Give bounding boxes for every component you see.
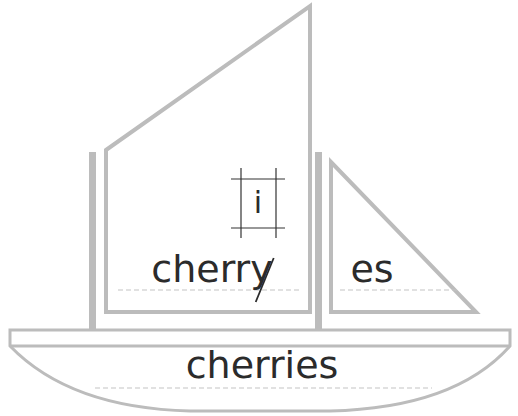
word-text: cherries	[186, 346, 339, 384]
mast	[89, 152, 96, 330]
main-sail-area: i cherry	[104, 5, 314, 313]
hull-area: cherries	[10, 330, 510, 411]
jib-sail	[331, 162, 476, 312]
word-text: i	[254, 188, 262, 218]
boat-hull	[10, 330, 510, 411]
writing-line	[118, 289, 300, 290]
main-sail	[106, 6, 310, 312]
mast	[315, 152, 322, 330]
letter-box-line	[231, 227, 285, 228]
letter-box-line	[231, 178, 285, 179]
writing-line	[340, 289, 458, 290]
letter-box: i	[241, 179, 276, 228]
word-text: es	[350, 250, 393, 288]
writing-line	[95, 387, 432, 388]
jib-sail-area: es	[331, 162, 476, 312]
word-text: cherry	[151, 250, 272, 288]
